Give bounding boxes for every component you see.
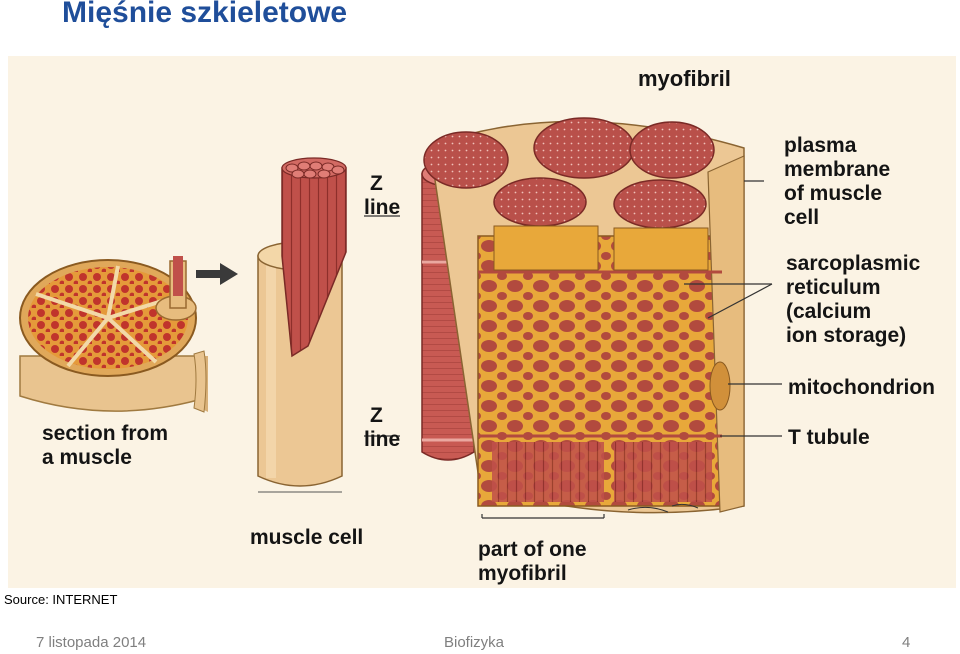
label-sr-3: (calcium [786,300,871,323]
label-z-line-bottom-1: Z [370,404,383,427]
label-part-2: myofibril [478,562,567,585]
label-plasma-4: cell [784,206,819,229]
arrow-icon [196,263,238,285]
muscle-section-illustration [20,256,208,412]
muscle-diagram: myofibril plasma membrane of muscle cell… [8,56,956,588]
label-muscle-cell: muscle cell [250,526,363,549]
footer-date: 7 listopada 2014 [36,634,146,651]
label-z-line-top-1: Z [370,172,383,195]
label-plasma-1: plasma [784,134,857,157]
source-caption: Source: INTERNET [4,592,117,607]
label-plasma-2: membrane [784,158,890,181]
label-z-line-bottom-2: line [364,428,400,451]
label-sr-2: reticulum [786,276,881,299]
footer-course: Biofizyka [444,634,504,651]
label-t-tubule: T tubule [788,426,870,449]
muscle-cell-illustration [258,158,346,492]
label-section-1: section from [42,422,168,445]
page-number: 4 [902,634,910,651]
label-z-line-top-2: line [364,196,400,219]
label-sr-4: ion storage) [786,324,906,347]
label-plasma-3: of muscle [784,182,882,205]
label-myofibril: myofibril [638,66,731,91]
slide-title: Mięśnie szkieletowe [62,0,347,30]
label-section-2: a muscle [42,446,132,469]
label-part-1: part of one [478,538,587,561]
label-mitochondrion: mitochondrion [788,376,935,399]
label-sr-1: sarcoplasmic [786,252,921,275]
muscle-diagram-svg: myofibril plasma membrane of muscle cell… [8,56,956,588]
